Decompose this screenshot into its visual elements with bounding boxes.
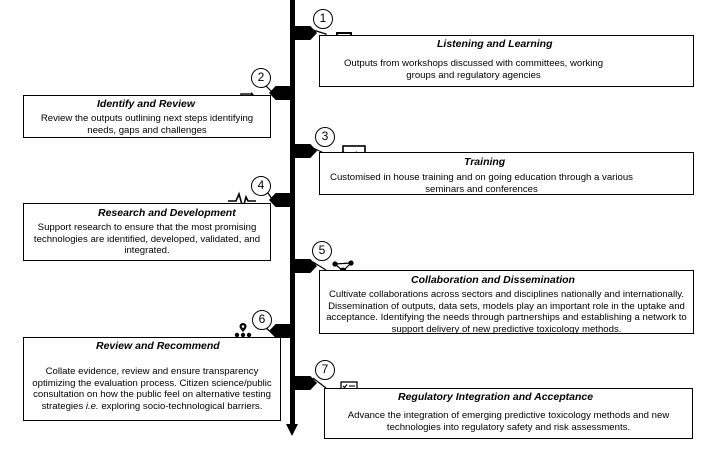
step-5-box: Collaboration and Dissemination Cultivat… — [319, 270, 694, 335]
step-5-number: 5 — [312, 241, 332, 261]
step-4-title: Research and Development — [98, 207, 236, 219]
step-6-number: 6 — [252, 310, 272, 330]
step-2-connector — [269, 86, 291, 100]
step-7-connector — [295, 376, 317, 390]
step-7-number: 7 — [315, 360, 335, 380]
step-4-number: 4 — [251, 176, 271, 196]
step-1-number: 1 — [313, 9, 333, 29]
step-3-connector — [295, 144, 317, 158]
timeline-axis — [290, 0, 295, 428]
step-6-description: Collate evidence, review and ensure tran… — [32, 366, 272, 412]
step-1-description: Outputs from workshops discussed with co… — [343, 58, 604, 81]
step-7-title: Regulatory Integration and Acceptance — [398, 391, 594, 403]
step-4-description: Support research to ensure that the most… — [33, 222, 261, 256]
step-1-connector — [295, 26, 317, 40]
step-3-box: Training Customised in house training an… — [319, 152, 694, 195]
step-2-description: Review the outputs outlining next steps … — [40, 113, 254, 136]
step-3-description: Customised in house training and on goin… — [330, 172, 633, 195]
step-4-box: Research and Development Support researc… — [23, 203, 271, 261]
step-3-title: Training — [464, 156, 506, 168]
step-5-title: Collaboration and Dissemination — [411, 274, 575, 286]
step-7-description: Advance the integration of emerging pred… — [347, 410, 670, 433]
step-6-title: Review and Recommend — [96, 340, 220, 352]
step-1-box: Listening and Learning Outputs from work… — [319, 35, 694, 87]
step-6-box: Review and Recommend Collate evidence, r… — [23, 337, 281, 421]
step-2-title: Identify and Review — [97, 98, 196, 110]
step-3-number: 3 — [315, 127, 335, 147]
step-7-box: Regulatory Integration and Acceptance Ad… — [324, 388, 693, 439]
step-6-connector — [269, 324, 291, 338]
step-5-connector — [295, 259, 317, 273]
timeline-arrow-head — [286, 424, 298, 436]
step-2-box: Identify and Review Review the outputs o… — [23, 95, 271, 138]
step-1-title: Listening and Learning — [437, 38, 553, 50]
step-5-description: Cultivate collaborations across sectors … — [326, 289, 687, 335]
step-2-number: 2 — [251, 68, 271, 88]
step-4-connector — [269, 193, 291, 207]
